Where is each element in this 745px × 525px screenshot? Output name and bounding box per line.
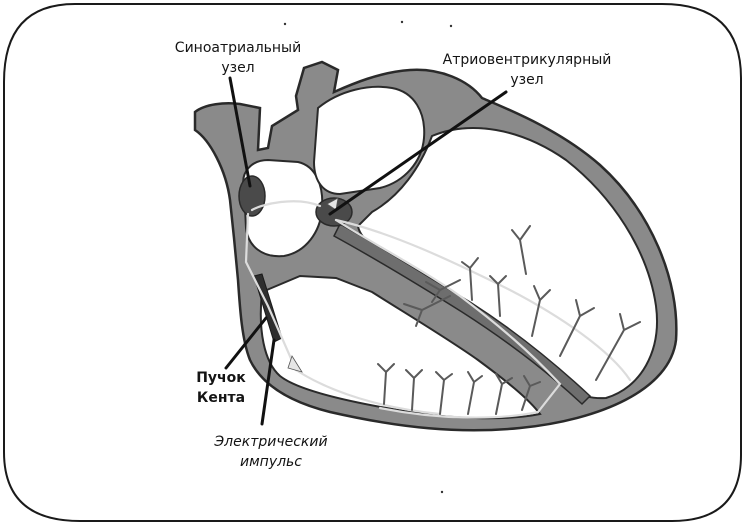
kent-bundle-label-line1: Пучок [184, 368, 258, 388]
dust-speck [450, 25, 452, 27]
atrioventricular-node-label-line2: узел [420, 70, 634, 90]
sinoatrial-node-label: Синоатриальный узел [150, 38, 326, 78]
sinoatrial-node-label-line2: узел [150, 58, 326, 78]
electric-impulse-label: Электрический импульс [196, 432, 346, 472]
kent-bundle-label: Пучок Кента [184, 368, 258, 408]
kent-bundle-label-line2: Кента [184, 388, 258, 408]
electric-impulse-label-line1: Электрический [196, 432, 346, 452]
electric-impulse-label-line2: импульс [196, 452, 346, 472]
atrioventricular-node-label: Атриовентрикулярный узел [420, 50, 634, 90]
dust-speck [284, 23, 286, 25]
dust-speck [441, 491, 443, 493]
dust-speck [401, 21, 403, 23]
sinoatrial-node-label-line1: Синоатриальный [150, 38, 326, 58]
atrioventricular-node-label-line1: Атриовентрикулярный [420, 50, 634, 70]
